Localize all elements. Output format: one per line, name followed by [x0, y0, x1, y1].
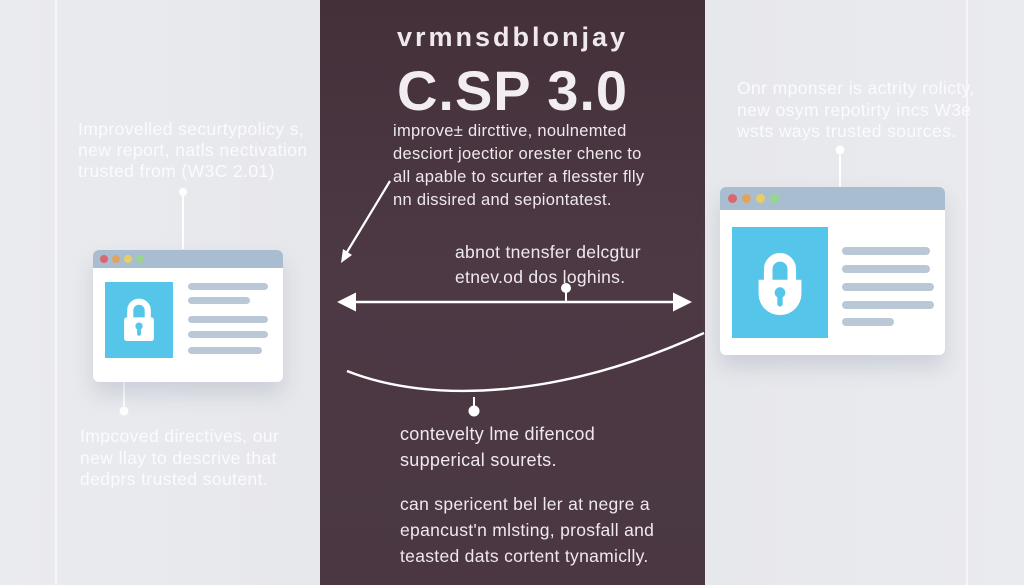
- window-dot-yellow-icon: [756, 194, 765, 203]
- page-title: C.SP 3.0: [396, 59, 629, 122]
- browser-window-right: [720, 187, 945, 355]
- window-dot-yellow-icon: [124, 255, 132, 263]
- left-bottom-connector: [119, 379, 129, 416]
- browser-titlebar: [93, 250, 283, 268]
- padlock-icon: [758, 252, 802, 315]
- panel-subtitle: vrmnsdblonjay: [396, 22, 629, 52]
- double-headed-arrow-icon: [337, 283, 692, 312]
- left-top-connector: [179, 188, 187, 249]
- outro-paragraph: can spericent bel ler at negre a epancus…: [400, 494, 655, 566]
- left-bottom-note: Impcoved directives, our new llay to des…: [80, 426, 280, 489]
- diagonal-arrow-icon: [341, 180, 391, 263]
- skeleton-text-line: [188, 297, 250, 304]
- right-top-connector: [835, 145, 845, 187]
- skeleton-text-line: [188, 283, 268, 290]
- skeleton-text-line: [842, 301, 934, 309]
- right-top-note: Onr mponser is actrity rolicty, new osym…: [737, 78, 975, 141]
- right-edge-divider: [966, 0, 968, 585]
- skeleton-text-line: [842, 247, 930, 255]
- left-top-note: Improvelled securtypolicy s, new report,…: [78, 119, 308, 181]
- skeleton-text-line: [188, 331, 268, 338]
- left-edge-divider: [55, 0, 57, 585]
- skeleton-text-line: [842, 265, 930, 273]
- browser-window-left: [93, 250, 283, 382]
- browser-titlebar: [720, 187, 945, 210]
- skeleton-text-line: [842, 283, 934, 291]
- sources-note: contevelty lme difencod supperical soure…: [400, 424, 596, 470]
- skeleton-text-line: [842, 318, 894, 326]
- lock-tile: [105, 282, 173, 358]
- center-dark-panel: [320, 0, 705, 585]
- window-dot-green-icon: [136, 255, 144, 263]
- window-dot-orange-icon: [112, 255, 120, 263]
- window-dot-green-icon: [770, 194, 779, 203]
- curved-arc-line: [346, 331, 705, 417]
- window-dot-orange-icon: [742, 194, 751, 203]
- window-dot-red-icon: [728, 194, 737, 203]
- skeleton-text-line: [188, 347, 262, 354]
- intro-paragraph: improve± dircttive, noulnemted desciort …: [393, 122, 645, 209]
- window-dot-red-icon: [100, 255, 108, 263]
- lock-tile: [732, 227, 828, 338]
- transfer-note: abnot tnensfer delcgtur etnev.od dos log…: [455, 242, 641, 287]
- skeleton-text-line: [188, 316, 268, 323]
- padlock-icon: [124, 298, 154, 341]
